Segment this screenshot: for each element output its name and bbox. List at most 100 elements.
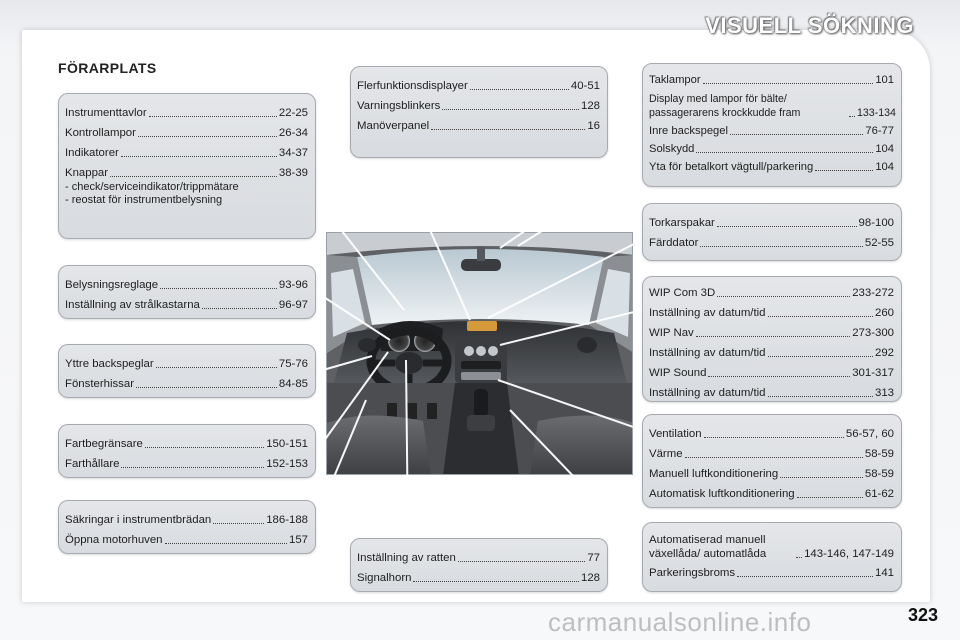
leader-dots	[144, 447, 265, 448]
entry-page: 313	[874, 387, 894, 399]
entry-label: Inre backspegel	[649, 125, 728, 137]
entry-label: Ventilation	[649, 428, 702, 440]
entry-label: Taklampor	[649, 74, 701, 86]
toc-entry[interactable]: Automatiserad manuell växellåda/ automat…	[649, 533, 894, 561]
leader-dots	[684, 457, 863, 458]
section-title: FÖRARPLATS	[58, 60, 157, 76]
entry-label: WIP Sound	[649, 367, 707, 379]
leader-dots	[716, 226, 857, 227]
entry-page: 150-151	[266, 438, 308, 450]
leader-dots	[469, 89, 569, 90]
entry-label: Inställning av strålkastarna	[65, 299, 200, 311]
entry-page: 22-25	[278, 107, 308, 119]
leader-dots	[815, 170, 874, 171]
leader-dots	[767, 356, 873, 357]
entry-page: 157	[288, 534, 308, 546]
leader-dots	[695, 336, 851, 337]
entry-page: 77	[587, 552, 600, 564]
entry-page: 40-51	[570, 80, 600, 92]
entry-page: 104	[875, 161, 894, 173]
entry-page: 301-317	[852, 367, 894, 379]
toc-entry[interactable]: Signalhorn 128	[357, 572, 600, 585]
entry-label: Signalhorn	[357, 572, 412, 584]
toc-entry[interactable]: Värme 58-59	[649, 448, 894, 461]
entry-label: WIP Com 3D	[649, 287, 716, 299]
leader-dots	[213, 523, 265, 524]
entry-page: 128	[580, 572, 600, 584]
car-interior-illustration	[327, 233, 632, 474]
toc-entry[interactable]: Öppna motorhuven 157	[65, 534, 308, 547]
entry-label: Fönsterhissar	[65, 378, 135, 390]
entry-page: 292	[874, 347, 894, 359]
entry-page: 141	[874, 567, 894, 579]
toc-entry[interactable]: Inställning av strålkastarna 96-97	[65, 299, 308, 312]
toc-entry[interactable]: WIP Sound 301-317	[649, 367, 894, 380]
leader-dots	[708, 376, 851, 377]
entry-page: 96-97	[278, 299, 308, 311]
leader-dots	[442, 109, 579, 110]
toc-entry[interactable]: Fönsterhissar 84-85	[65, 378, 308, 391]
leader-dots	[780, 477, 863, 478]
entry-page: 58-59	[864, 468, 894, 480]
entry-label: Indikatorer	[65, 147, 119, 159]
entry-page: 186-188	[266, 514, 308, 526]
entry-label: Fartbegränsare	[65, 438, 143, 450]
entry-page: 143-146, 147-149	[804, 548, 894, 560]
entry-page: 233-272	[852, 287, 894, 299]
entry-label: Torkarspakar	[649, 217, 715, 229]
toc-entry[interactable]: Torkarspakar 98-100	[649, 217, 894, 230]
leader-dots	[120, 156, 277, 157]
entry-page: 76-77	[865, 125, 894, 137]
entry-label: WIP Nav	[649, 327, 694, 339]
watermark: carmanualsonline.info	[548, 607, 812, 637]
entry-label: Värme	[649, 448, 683, 460]
leader-dots	[702, 83, 874, 84]
leader-dots	[431, 129, 586, 130]
entry-page: 84-85	[278, 378, 308, 390]
leader-dots	[121, 467, 265, 468]
toc-entry[interactable]: WIP Nav 273-300	[649, 327, 894, 340]
toc-entry[interactable]: Inre backspegel 76-77	[649, 125, 894, 138]
entry-label: Manöverpanel	[357, 120, 430, 132]
entry-page: 98-100	[858, 217, 894, 229]
page-number: 323	[907, 605, 938, 625]
entry-page: 58-59	[864, 448, 894, 460]
toc-entry[interactable]: Fartbegränsare 150-151	[65, 438, 308, 451]
entry-page: 273-300	[852, 327, 894, 339]
entry-label: Öppna motorhuven	[65, 534, 163, 546]
toc-entry[interactable]: WIP Com 3D 233-272	[649, 287, 894, 300]
toc-entry[interactable]: Display med lampor för bälte/ passagerar…	[649, 92, 896, 120]
entry-page: 75-76	[278, 358, 308, 370]
entry-page: 93-96	[278, 279, 308, 291]
entry-label: Inställning av datum/tid	[649, 307, 766, 319]
